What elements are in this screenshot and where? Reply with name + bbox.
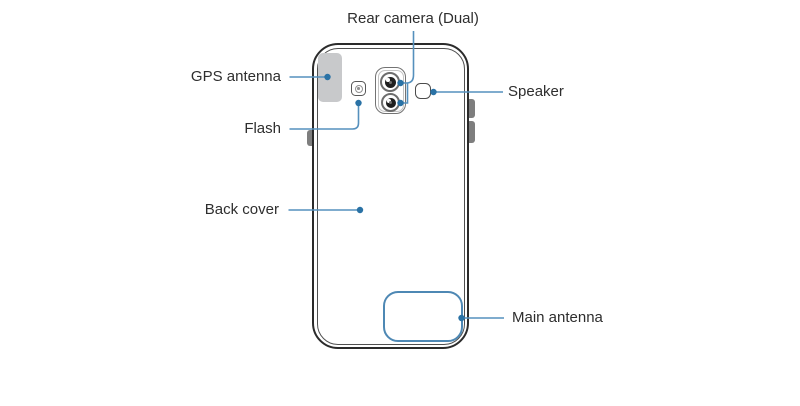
lens-highlight (386, 78, 390, 82)
speaker-grille (415, 83, 431, 99)
callout-speaker: Speaker (508, 83, 564, 100)
callout-back-cover: Back cover (204, 201, 279, 218)
callout-flash: Flash (244, 120, 281, 137)
gps-antenna-pad (318, 53, 342, 102)
flash-ring (354, 84, 363, 93)
sim-tray (307, 130, 315, 146)
power-button (466, 120, 475, 143)
flash-led (351, 81, 366, 96)
callout-rear-camera: Rear camera (Dual) (347, 10, 479, 27)
lens-highlight (387, 99, 391, 103)
camera-lens-top (380, 72, 400, 92)
callout-main-antenna: Main antenna (512, 309, 603, 326)
camera-lens-bottom-core (385, 97, 396, 108)
volume-button (466, 99, 475, 118)
main-antenna-region (383, 291, 463, 342)
callout-gps-antenna: GPS antenna (190, 68, 281, 85)
flash-center-dot (357, 87, 360, 90)
lens-center-dot (388, 80, 392, 84)
lens-center-dot (389, 101, 392, 104)
camera-lens-bottom (381, 93, 400, 112)
camera-lens-top-core (384, 76, 396, 88)
phone-inner-rim (316, 47, 465, 345)
